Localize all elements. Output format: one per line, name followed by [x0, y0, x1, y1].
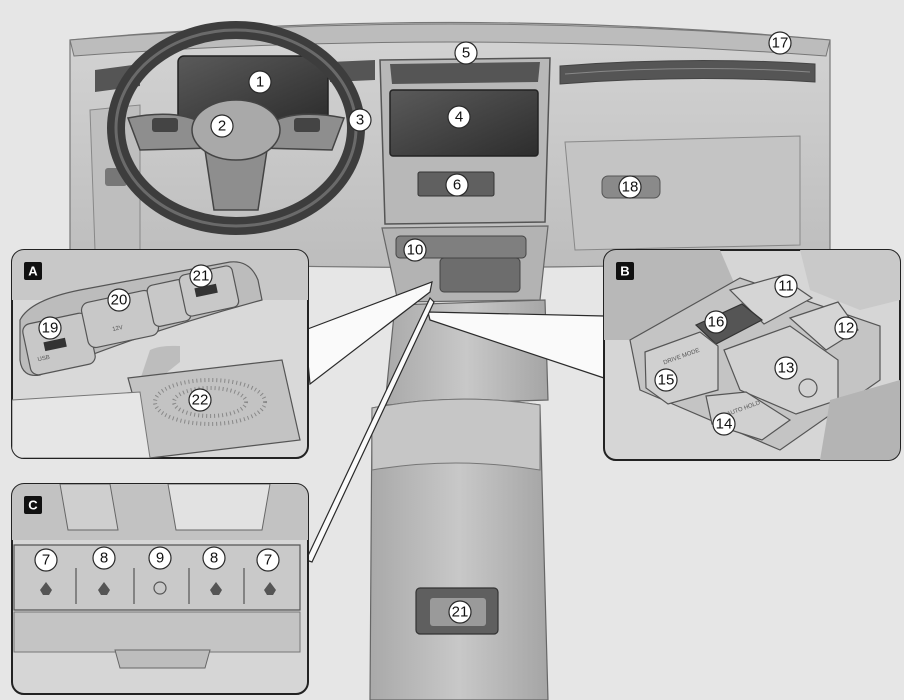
svg-text:8: 8 [100, 550, 108, 567]
inset-a: USB 12V A 19 20 21 22 [12, 250, 308, 458]
svg-text:11: 11 [778, 278, 794, 295]
svg-text:14: 14 [716, 416, 733, 433]
callout-7-left: 7 [35, 549, 57, 571]
callout-5: 5 [455, 42, 477, 64]
svg-text:5: 5 [462, 45, 470, 62]
callout-14: 14 [713, 413, 735, 435]
svg-text:A: A [28, 264, 38, 279]
callout-12: 12 [835, 317, 857, 339]
callout-21-rear: 21 [449, 601, 471, 623]
svg-text:1: 1 [256, 74, 264, 91]
callout-20: 20 [108, 289, 130, 311]
callout-7-right: 7 [257, 549, 279, 571]
callout-19: 19 [39, 317, 61, 339]
svg-text:13: 13 [778, 360, 795, 377]
svg-text:4: 4 [455, 109, 463, 126]
callout-3: 3 [349, 109, 371, 131]
svg-text:10: 10 [407, 242, 424, 259]
svg-text:22: 22 [192, 392, 209, 409]
svg-text:C: C [28, 498, 38, 513]
inset-b: DRIVE MODE AUTO HOLD B 11 12 13 14 15 16 [604, 250, 900, 460]
svg-text:21: 21 [452, 604, 469, 621]
callout-4: 4 [448, 106, 470, 128]
svg-text:6: 6 [453, 177, 461, 194]
svg-text:B: B [620, 264, 629, 279]
svg-text:16: 16 [708, 314, 725, 331]
wireless-charging-pad [128, 360, 300, 458]
svg-text:21: 21 [193, 268, 210, 285]
inset-c-tag: C [24, 496, 42, 514]
inset-b-tag: B [616, 262, 634, 280]
svg-text:7: 7 [264, 552, 272, 569]
callout-8-right: 8 [203, 547, 225, 569]
svg-text:2: 2 [218, 118, 226, 135]
callout-11: 11 [775, 275, 797, 297]
svg-text:3: 3 [356, 112, 364, 129]
inset-a-tag: A [24, 262, 42, 280]
svg-text:7: 7 [42, 552, 50, 569]
callout-16: 16 [705, 311, 727, 333]
svg-text:17: 17 [772, 35, 789, 52]
svg-text:18: 18 [622, 179, 639, 196]
center-air-vent [390, 62, 540, 84]
callout-15: 15 [655, 369, 677, 391]
callout-21-front: 21 [190, 265, 212, 287]
svg-text:9: 9 [156, 550, 164, 567]
svg-text:8: 8 [210, 550, 218, 567]
callout-8-left: 8 [93, 547, 115, 569]
svg-text:19: 19 [42, 320, 59, 337]
svg-text:12: 12 [838, 320, 855, 337]
callout-22: 22 [189, 389, 211, 411]
callout-1: 1 [249, 71, 271, 93]
callout-10: 10 [404, 239, 426, 261]
center-display-unit [380, 58, 550, 224]
callout-2: 2 [211, 115, 233, 137]
callout-13: 13 [775, 357, 797, 379]
svg-text:20: 20 [111, 292, 128, 309]
callout-9: 9 [149, 547, 171, 569]
callout-17: 17 [769, 32, 791, 54]
callout-18: 18 [619, 176, 641, 198]
svg-text:15: 15 [658, 372, 675, 389]
inset-c: C 7 8 9 8 7 [12, 484, 308, 694]
callout-6: 6 [446, 174, 468, 196]
